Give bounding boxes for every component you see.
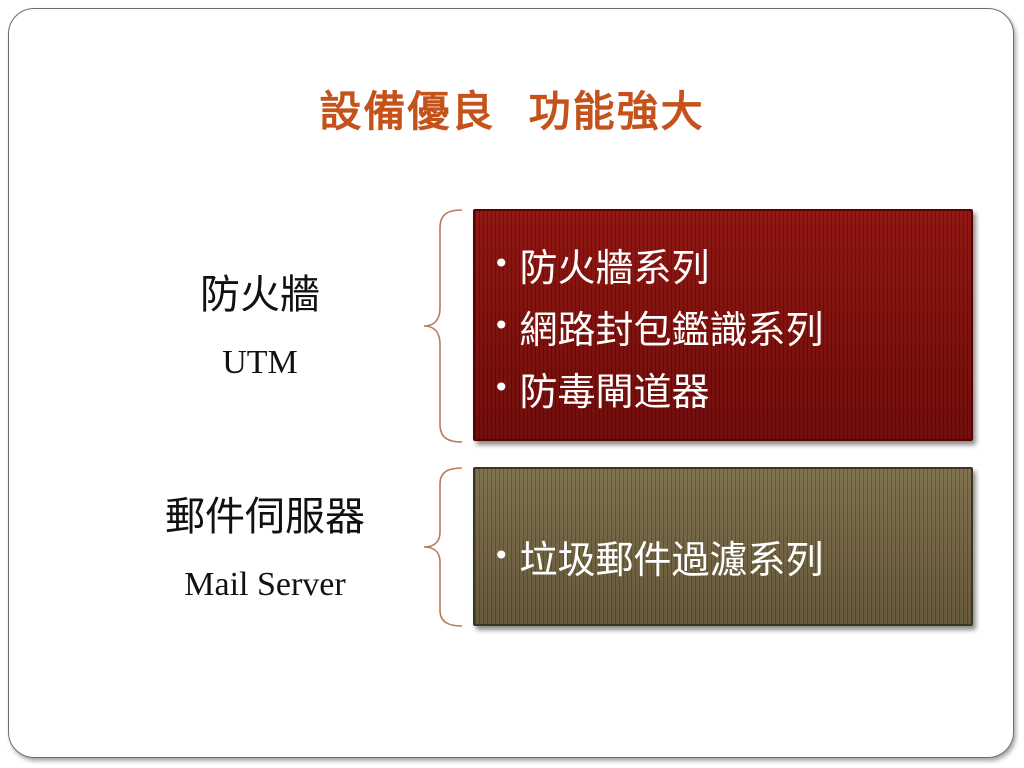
slide-title: 設備優良 功能強大 [319, 87, 705, 136]
group-mail-label-en: Mail Server [184, 566, 346, 603]
list-item-label: 網路封包鑑識系列 [519, 307, 824, 352]
group-firewall-label-zh: 防火牆 [200, 272, 320, 318]
list-item: • 防毒閘道器 [493, 357, 971, 419]
bullet-dot-icon: • [493, 309, 510, 342]
group-mail-brace-icon [423, 467, 463, 627]
list-item: • 垃圾郵件過濾系列 [493, 525, 971, 587]
bullet-dot-icon: • [493, 539, 510, 572]
group-firewall-box: • 防火牆系列 • 網路封包鑑識系列 • 防毒閘道器 [473, 209, 973, 441]
group-mail-box: • 垃圾郵件過濾系列 [473, 467, 973, 626]
bullet-dot-icon: • [493, 247, 510, 280]
group-firewall-brace-icon [423, 209, 463, 443]
list-item-label: 垃圾郵件過濾系列 [519, 537, 824, 582]
list-item-label: 防火牆系列 [519, 245, 710, 290]
group-firewall-label-en: UTM [222, 344, 298, 381]
group-mail-label-zh: 郵件伺服器 [165, 494, 365, 540]
list-item-label: 防毒閘道器 [519, 369, 710, 414]
list-item: • 防火牆系列 [493, 233, 971, 295]
bullet-dot-icon: • [493, 371, 510, 404]
list-item: • 網路封包鑑識系列 [493, 295, 971, 357]
